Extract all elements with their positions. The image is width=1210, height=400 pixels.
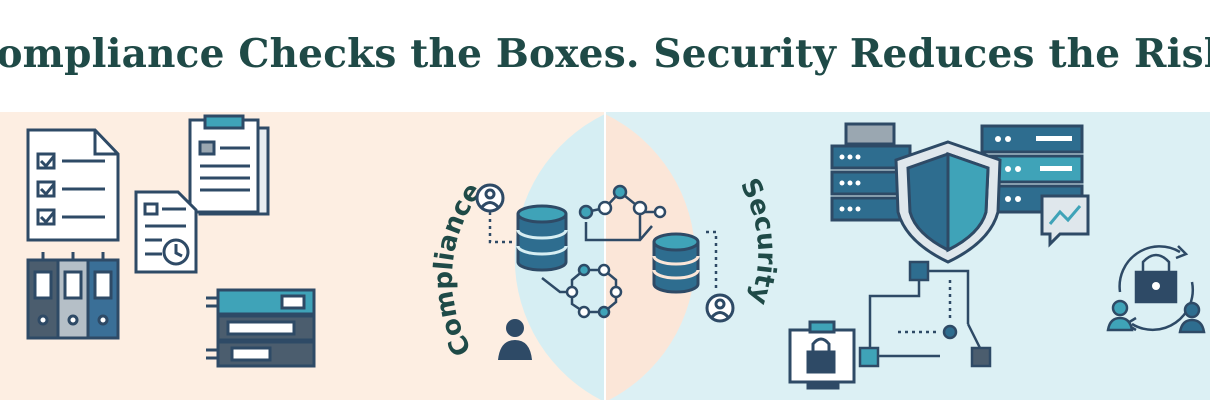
user-icon (498, 319, 532, 360)
network-nodes-icon (578, 184, 667, 242)
illustration-scene: Compliance Security (0, 112, 1210, 400)
document-clock-icon (134, 190, 198, 274)
network-nodes-icon (541, 263, 623, 319)
server-rack-icon (830, 122, 912, 222)
file-boxes-icon (206, 288, 316, 368)
user-icon (475, 183, 505, 213)
security-half-circle (605, 114, 696, 400)
headline-banner: Compliance Checks the Boxes. Security Re… (0, 0, 1210, 108)
chart-bubble-icon (1040, 194, 1090, 248)
network-diagram-icon (858, 260, 992, 368)
headline-title: Compliance Checks the Boxes. Security Re… (0, 31, 1210, 77)
access-cycle-icon (1106, 245, 1206, 334)
locked-monitor-icon (788, 320, 856, 390)
database-icon (652, 232, 700, 294)
clipboard-icon (188, 114, 270, 216)
user-icon (705, 293, 735, 323)
shield-icon (894, 140, 1002, 264)
database-icon (516, 204, 568, 272)
checklist-document-icon (26, 128, 120, 242)
binders-icon (26, 252, 120, 340)
